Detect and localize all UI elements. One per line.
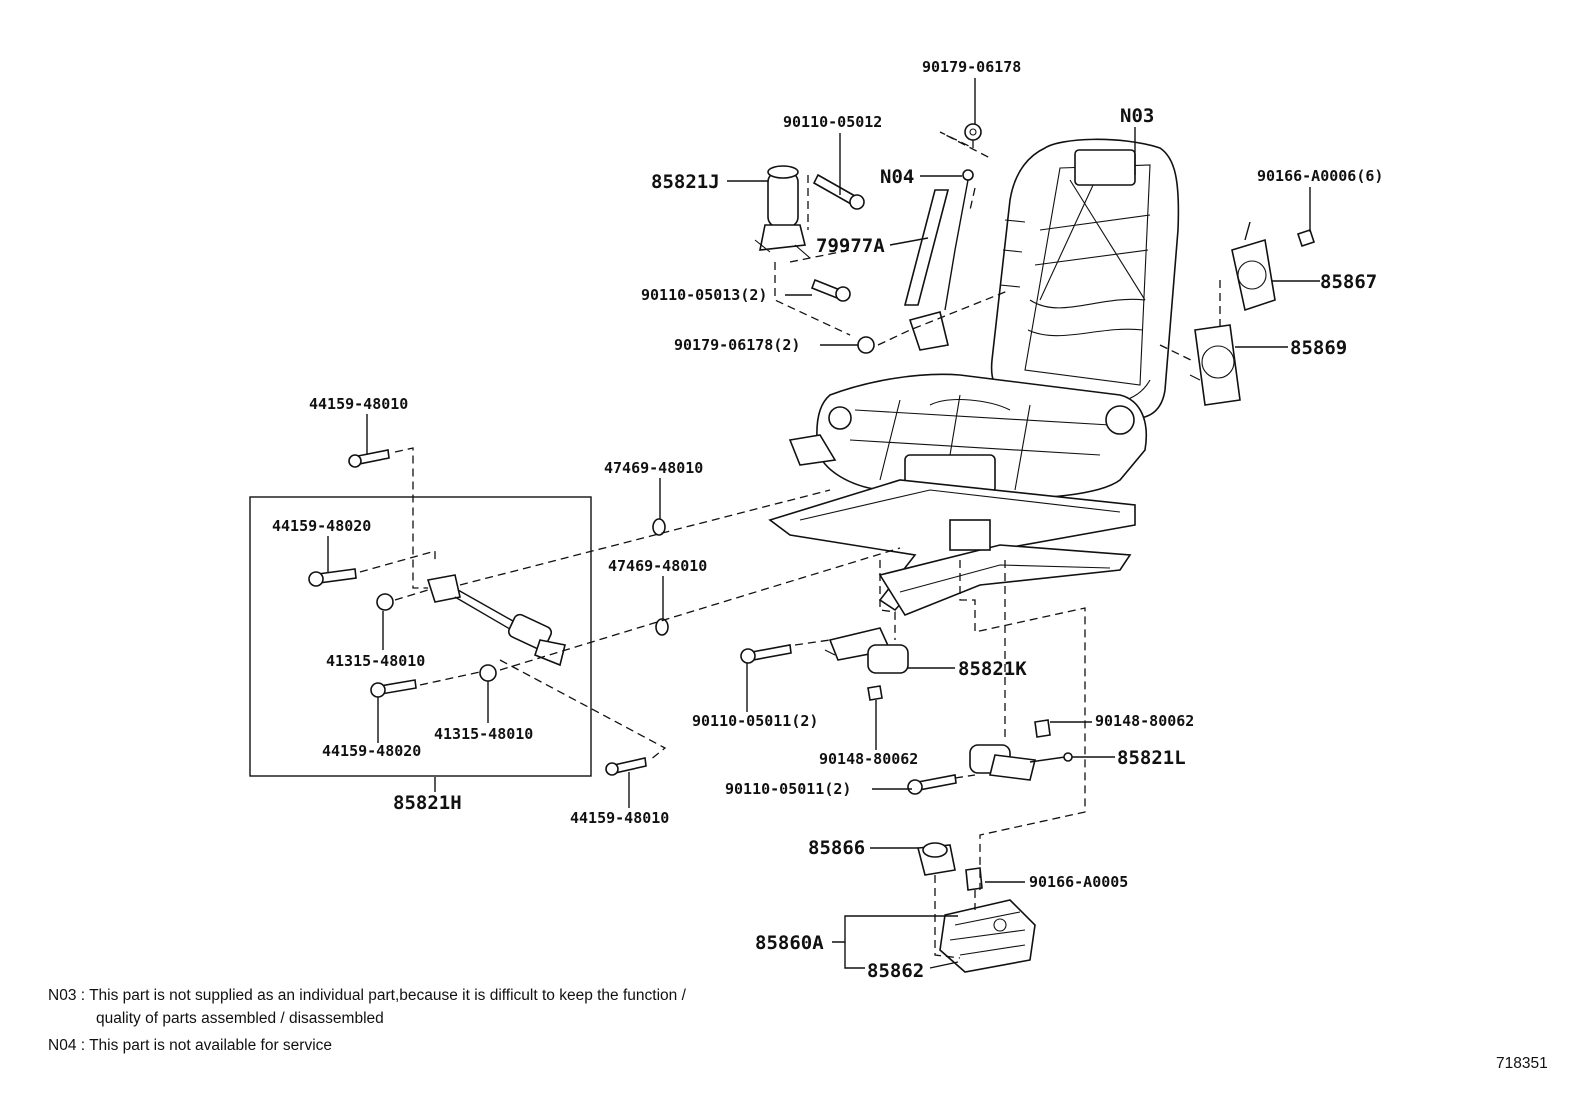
label-44159-48010-top: 44159-48010 xyxy=(309,395,408,413)
label-44159-48010-bot: 44159-48010 xyxy=(570,809,669,827)
label-85821k: 85821K xyxy=(958,658,1027,680)
drive-shaft-85821h xyxy=(426,574,566,667)
label-85862: 85862 xyxy=(867,960,924,982)
label-41315-48010-b: 41315-48010 xyxy=(434,725,533,743)
label-90110-05013: 90110-05013(2) xyxy=(641,286,767,304)
part-85869 xyxy=(1189,324,1241,406)
label-90110-05011-b: 90110-05011(2) xyxy=(725,780,851,798)
motor-85821k xyxy=(824,627,909,674)
label-79977a: 79977A xyxy=(816,235,885,257)
label-90110-05011-a: 90110-05011(2) xyxy=(692,712,818,730)
dashed-assembly-lines xyxy=(359,131,1221,959)
ecu-85860a xyxy=(939,899,1036,973)
label-85860a: 85860A xyxy=(755,932,824,954)
seat-back-frame xyxy=(990,138,1180,419)
nut-41315-48010-a xyxy=(376,593,394,611)
nut-41315-48010-b xyxy=(479,664,497,682)
label-90179-06178-2: 90179-06178(2) xyxy=(674,336,800,354)
motor-85821l xyxy=(969,744,1073,781)
part-85867 xyxy=(1231,221,1276,312)
bolt-44159-48020-a xyxy=(308,568,357,587)
screw-90166-a0006 xyxy=(1296,228,1316,248)
label-85821h: 85821H xyxy=(393,792,462,814)
bolt-90110-05011-b xyxy=(907,774,957,795)
washer-47469-48010-a xyxy=(652,518,666,536)
screw-90148-80062-a xyxy=(867,685,883,701)
label-47469-48010-a: 47469-48010 xyxy=(604,459,703,477)
label-85866: 85866 xyxy=(808,837,865,859)
note-n03-line1: N03 : This part is not supplied as an in… xyxy=(48,987,687,1004)
bolt-44159-48020-b xyxy=(370,679,417,698)
label-47469-48010-b: 47469-48010 xyxy=(608,557,707,575)
label-85821l: 85821L xyxy=(1117,747,1186,769)
seat-cushion-frame xyxy=(788,373,1147,500)
seat-rails xyxy=(768,479,1136,616)
label-90148-80062-a: 90148-80062 xyxy=(819,750,918,768)
label-n03: N03 xyxy=(1120,105,1154,127)
leader-lines xyxy=(327,78,1320,969)
bolt-44159-48010-top xyxy=(348,449,390,468)
bolt-90110-05013 xyxy=(810,278,851,302)
cable-n04 xyxy=(944,169,974,311)
label-85867: 85867 xyxy=(1320,271,1377,293)
label-n04: N04 xyxy=(880,166,914,188)
label-85869: 85869 xyxy=(1290,337,1347,359)
figure-id: 718351 xyxy=(1496,1055,1548,1072)
label-90110-05012: 90110-05012 xyxy=(783,113,882,131)
label-90166-a0006: 90166-A0006(6) xyxy=(1257,167,1383,185)
bracket-recliner xyxy=(908,311,949,351)
assembly-box-85821h xyxy=(249,496,592,777)
label-90148-80062-b: 90148-80062 xyxy=(1095,712,1194,730)
label-90179-06178-top: 90179-06178 xyxy=(922,58,1021,76)
bolt-90110-05012 xyxy=(812,173,865,210)
label-90166-a0005: 90166-A0005 xyxy=(1029,873,1128,891)
label-41315-48010-a: 41315-48010 xyxy=(326,652,425,670)
part-85866 xyxy=(916,842,956,876)
screw-90148-80062-b xyxy=(1034,719,1051,738)
label-85821j: 85821J xyxy=(651,171,720,193)
label-44159-48020-a: 44159-48020 xyxy=(272,517,371,535)
washer-47469-48010-b xyxy=(655,618,669,636)
bolt-90110-05011-a xyxy=(740,644,792,664)
strip-79977a xyxy=(903,189,950,306)
screw-90166-a0005 xyxy=(965,867,983,891)
label-44159-48020-b: 44159-48020 xyxy=(322,742,421,760)
nut-90179-06178-top xyxy=(964,123,982,141)
note-n04: N04 : This part is not available for ser… xyxy=(48,1037,332,1054)
bolt-44159-48010-bot xyxy=(605,757,647,776)
nut-90179-06178-2 xyxy=(857,336,875,354)
note-n03-line2: quality of parts assembled / disassemble… xyxy=(96,1010,384,1027)
motor-85821j xyxy=(754,165,811,259)
